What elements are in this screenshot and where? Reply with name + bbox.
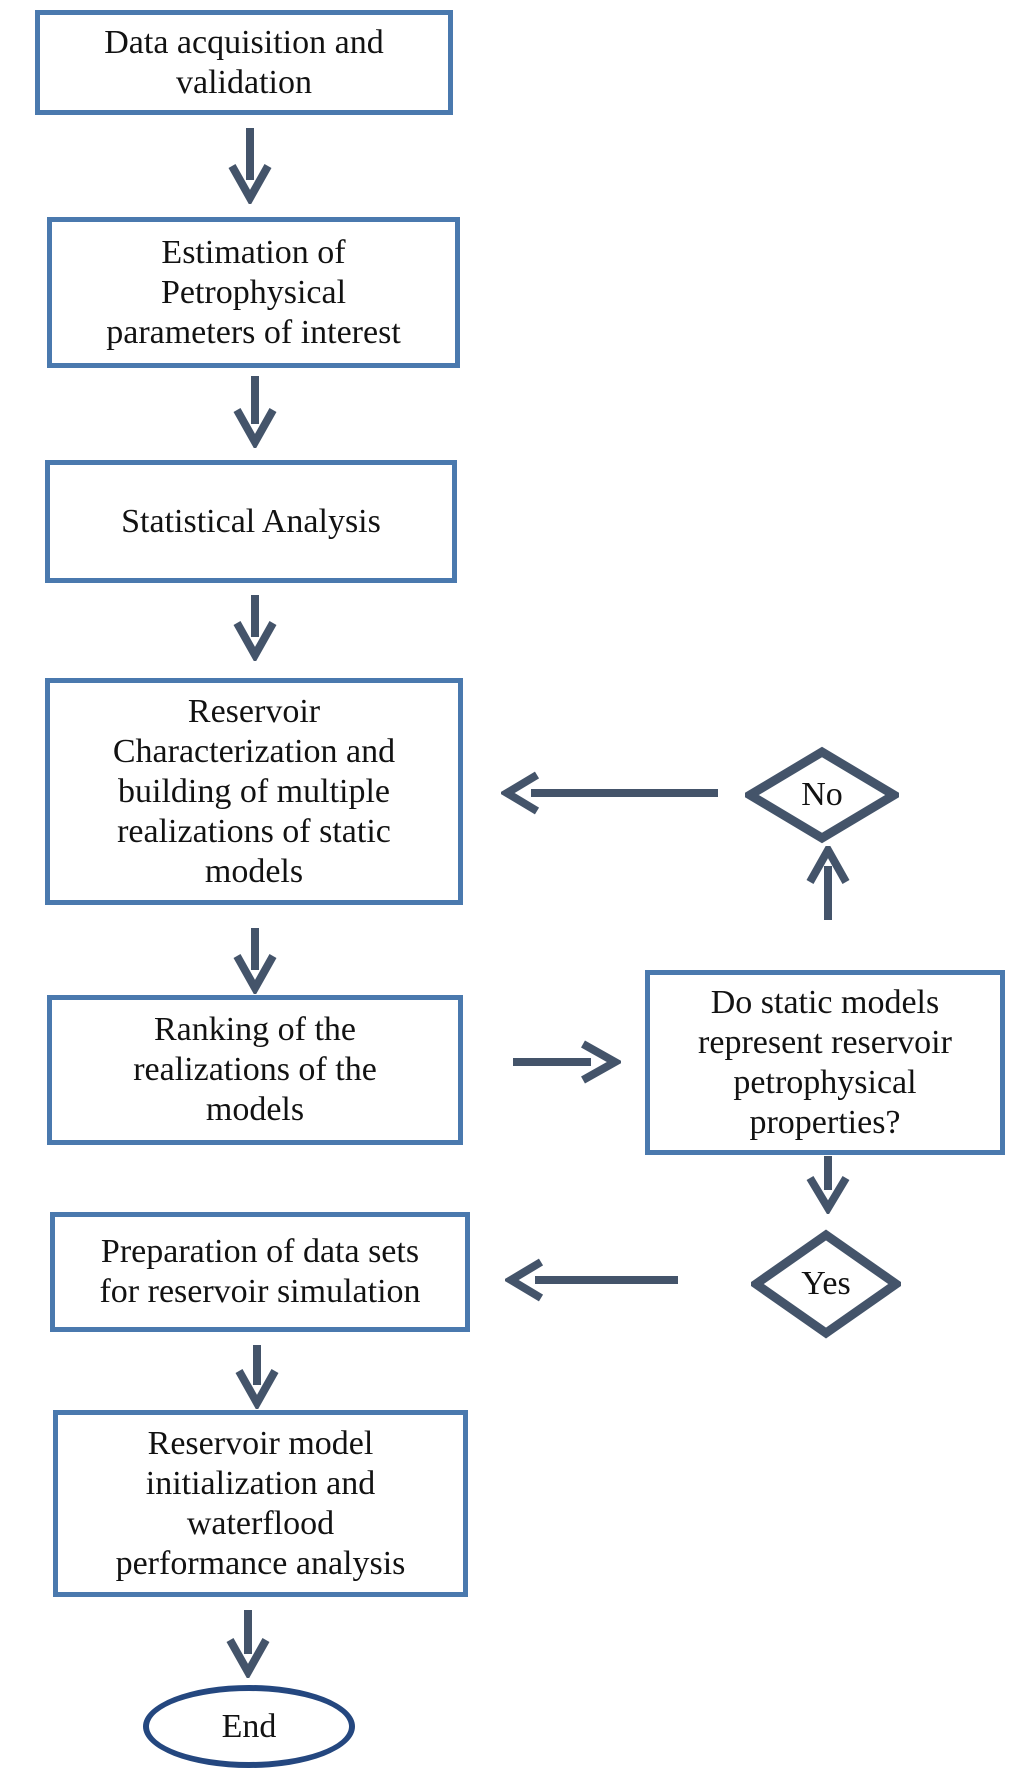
arrow-preparation-to-initialization-icon <box>235 1345 279 1409</box>
node-yes-label: Yes <box>801 1265 851 1302</box>
arrow-no-to-characterization-icon <box>501 771 718 815</box>
arrow-yes-to-preparation-icon <box>505 1258 678 1302</box>
node-reservoir-characterization: Reservoir Characterization and building … <box>45 678 463 905</box>
node-reservoir-characterization-label: Reservoir Characterization and building … <box>112 692 396 890</box>
node-no-label: No <box>801 776 843 813</box>
arrow-statistical-to-characterization-icon <box>233 595 277 661</box>
node-no-diamond: No <box>745 746 899 844</box>
arrow-acquisition-to-estimation-icon <box>228 128 272 204</box>
node-data-acquisition-label: Data acquisition and validation <box>104 23 384 101</box>
arrow-decision-to-yes-icon <box>806 1156 850 1214</box>
arrow-estimation-to-statistical-icon <box>233 376 277 448</box>
node-preparation: Preparation of data sets for reservoir s… <box>50 1212 470 1332</box>
node-ranking: Ranking of the realizations of the model… <box>47 995 463 1145</box>
node-preparation-label: Preparation of data sets for reservoir s… <box>99 1233 421 1310</box>
arrow-decision-to-no-icon <box>806 846 850 920</box>
node-end-label: End <box>221 1707 277 1745</box>
node-ranking-label: Ranking of the realizations of the model… <box>133 1011 377 1128</box>
node-statistical-analysis: Statistical Analysis <box>45 460 457 583</box>
node-initialization: Reservoir model initialization and water… <box>53 1410 468 1597</box>
arrow-ranking-to-decision-icon <box>513 1040 621 1084</box>
node-estimation: Estimation of Petrophysical parameters o… <box>47 217 460 368</box>
node-decision-question-label: Do static models represent reservoir pet… <box>698 983 952 1141</box>
arrow-characterization-to-ranking-icon <box>233 928 277 994</box>
node-initialization-label: Reservoir model initialization and water… <box>115 1424 406 1582</box>
node-decision-question: Do static models represent reservoir pet… <box>645 970 1005 1155</box>
diamond-shape-icon <box>751 1229 901 1339</box>
arrow-initialization-to-end-icon <box>226 1610 270 1678</box>
node-estimation-label: Estimation of Petrophysical parameters o… <box>106 233 401 351</box>
node-yes-diamond: Yes <box>751 1229 901 1339</box>
diamond-shape-icon <box>745 746 899 844</box>
node-data-acquisition: Data acquisition and validation <box>35 10 453 115</box>
node-end: End <box>143 1685 355 1768</box>
node-statistical-analysis-label: Statistical Analysis <box>121 502 381 540</box>
